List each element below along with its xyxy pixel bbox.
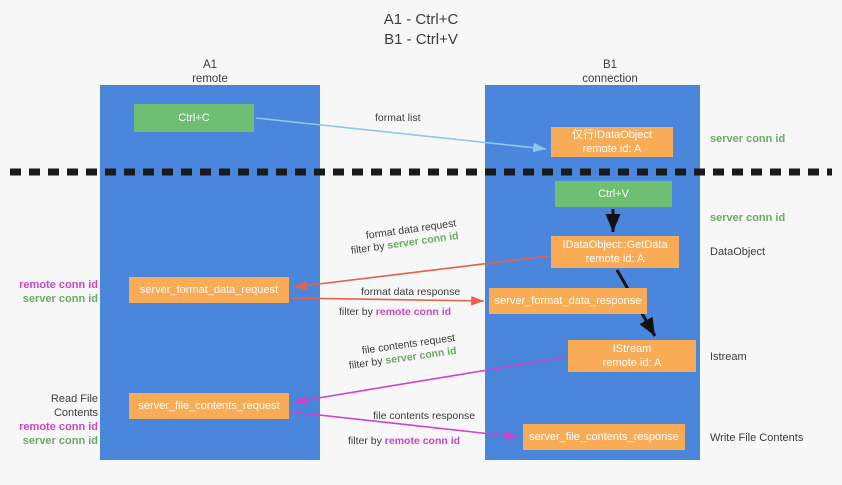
node-ctrl-v-label: Ctrl+V — [598, 188, 629, 200]
node-istream-line2: remote id: A — [602, 357, 662, 369]
label-remote-conn-id-1: remote conn id — [19, 279, 98, 291]
node-getdata-line2: remote id: A — [585, 253, 645, 265]
label-server-conn-id-mid: server conn id — [710, 212, 786, 224]
column-a1-sub: remote — [192, 73, 228, 85]
column-b1-sub: connection — [582, 73, 638, 85]
node-ctrl-c-label: Ctrl+C — [178, 112, 210, 124]
node-idataobject[interactable]: 仅行IDataObject remote id: A — [551, 127, 673, 157]
arrow-format-data-response — [291, 296, 485, 306]
label-istream: Istream — [710, 351, 747, 363]
title-line-1: A1 - Ctrl+C — [383, 11, 459, 28]
node-ctrl-v[interactable]: Ctrl+V — [555, 181, 672, 207]
node-server-file-contents-request[interactable]: server_file_contents_request — [129, 393, 289, 419]
filter-value-remote-conn-id: remote conn id — [375, 306, 452, 318]
node-server-format-data-request-label: server_format_data_request — [139, 284, 279, 296]
label-server-conn-id-top: server conn id — [710, 133, 786, 145]
node-server-file-contents-request-label: server_file_contents_request — [138, 400, 280, 412]
label-group-file-conn-ids: Read File Contents remote conn id server… — [5, 392, 98, 448]
filter-value-remote-conn-id: remote conn id — [384, 435, 461, 447]
node-idataobject-getdata[interactable]: IDataObject::GetData remote id: A — [551, 236, 679, 268]
node-ctrl-c[interactable]: Ctrl+C — [134, 104, 254, 132]
arrow-file-contents-response — [291, 411, 519, 441]
arrow-file-contents-request — [293, 356, 567, 405]
label-read-file-contents: Read File Contents — [50, 393, 98, 419]
node-server-format-data-response[interactable]: server_format_data_response — [489, 288, 647, 314]
column-header-b1: B1 connection — [530, 58, 690, 86]
node-server-file-contents-response[interactable]: server_file_contents_response — [523, 424, 685, 450]
node-server-format-data-response-label: server_format_data_response — [494, 295, 642, 307]
edge-label-file-contents-response: file contents response — [373, 410, 476, 422]
arrow-format-list — [255, 117, 547, 153]
node-istream-line1: IStream — [612, 343, 652, 355]
arrow-format-data-request — [293, 255, 550, 291]
label-remote-conn-id-2: remote conn id — [19, 421, 98, 433]
node-server-file-contents-response-label: server_file_contents_response — [529, 431, 679, 443]
node-server-format-data-request[interactable]: server_format_data_request — [129, 277, 289, 303]
label-server-conn-id-2: server conn id — [22, 435, 98, 447]
label-group-format-conn-ids: remote conn id server conn id — [8, 278, 98, 306]
label-write-file-contents: Write File Contents — [710, 432, 804, 444]
column-a1-name: A1 — [202, 59, 218, 71]
filter-prefix: filter by — [339, 306, 376, 318]
node-idataobject-line2: remote id: A — [582, 143, 642, 155]
edge-label-file-contents-response-filter: filter by remote conn id — [348, 434, 460, 448]
edge-label-format-data-response-filter: filter by remote conn id — [339, 305, 451, 319]
diagram-title: A1 - Ctrl+C B1 - Ctrl+V — [0, 10, 842, 50]
column-b1-name: B1 — [602, 59, 618, 71]
filter-prefix: filter by — [348, 435, 385, 447]
node-istream[interactable]: IStream remote id: A — [568, 340, 696, 372]
column-header-a1: A1 remote — [130, 58, 290, 86]
node-getdata-line1: IDataObject::GetData — [562, 239, 668, 251]
label-server-conn-id-1: server conn id — [22, 293, 98, 305]
edge-label-format-data-response: format data response — [361, 286, 461, 298]
edge-label-format-list: format list — [375, 112, 421, 124]
node-idataobject-line1: 仅行IDataObject — [571, 129, 653, 141]
label-dataobject: DataObject — [710, 246, 766, 258]
title-line-2: B1 - Ctrl+V — [384, 31, 458, 48]
